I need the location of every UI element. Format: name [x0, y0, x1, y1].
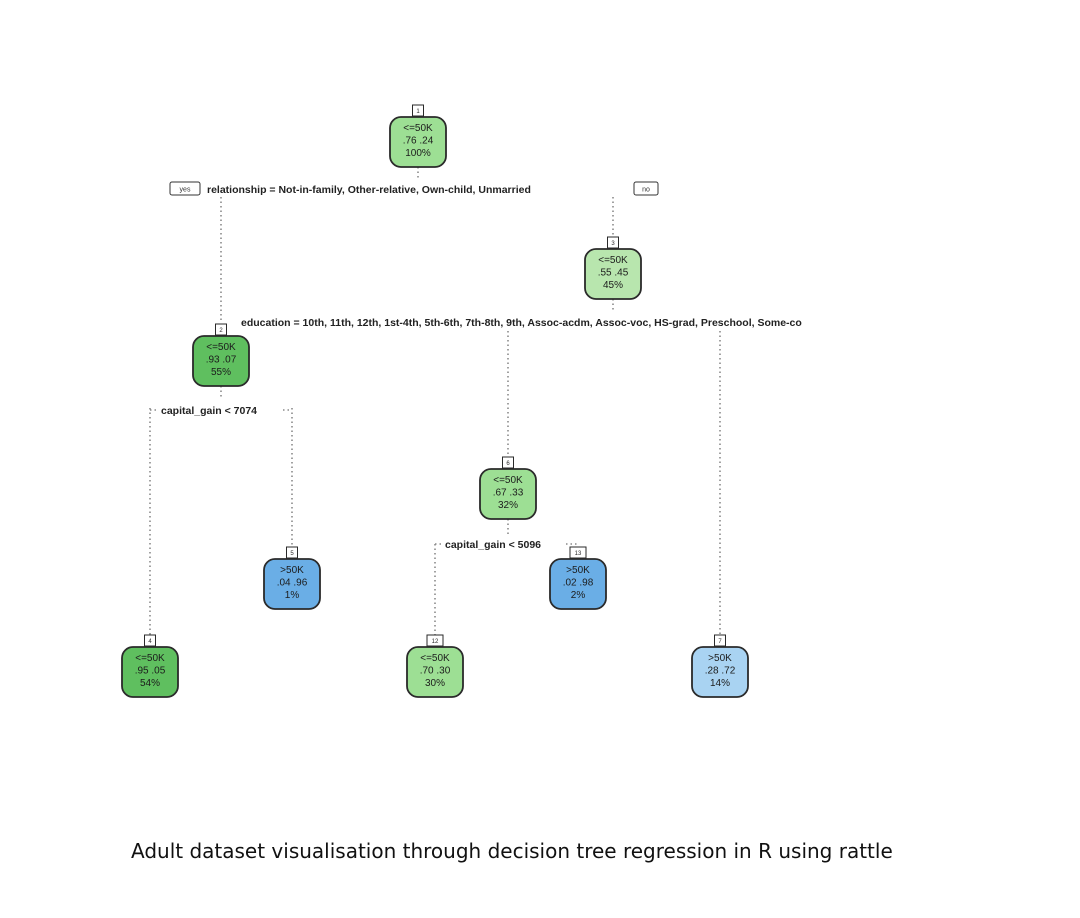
node-class-label: <=50K — [420, 653, 450, 664]
node-probabilities: .76 .24 — [403, 136, 434, 147]
node-percentage: 30% — [425, 678, 445, 689]
node-class-label: >50K — [566, 565, 590, 576]
node-class-label: <=50K — [135, 653, 165, 664]
node-class-label: >50K — [708, 653, 732, 664]
node-number-tag — [607, 236, 619, 249]
node-class-label: <=50K — [493, 475, 523, 486]
no-label: no — [642, 187, 650, 194]
node-probabilities: .67 .33 — [493, 488, 524, 499]
node-number: 5 — [290, 551, 294, 557]
node-probabilities: .93 .07 — [206, 355, 237, 366]
node-number-tag — [569, 546, 587, 559]
node-number: 2 — [219, 328, 223, 334]
node-box — [406, 646, 464, 698]
tree-node-13: 13 >50K .02 .982% — [549, 546, 607, 610]
node-box — [263, 558, 321, 610]
node-box — [389, 116, 447, 168]
node-number-tag — [426, 634, 444, 647]
figure-caption: Adult dataset visualisation through deci… — [131, 839, 893, 863]
yes-label: yes — [180, 187, 191, 194]
node-probabilities: .02 .98 — [563, 578, 594, 589]
yes-box — [169, 181, 201, 196]
node-number: 6 — [506, 461, 510, 467]
node-number-tag — [215, 323, 227, 336]
node-box — [121, 646, 179, 698]
node-class-label: >50K — [280, 565, 304, 576]
node-number: 4 — [148, 639, 152, 645]
node-box — [584, 248, 642, 300]
node-percentage: 45% — [603, 280, 623, 291]
node-box — [691, 646, 749, 698]
no-box — [633, 181, 659, 196]
node-number: 13 — [575, 551, 582, 557]
node-percentage: 55% — [211, 367, 231, 378]
split-education-label: education = 10th, 11th, 12th, 1st-4th, 5… — [241, 317, 802, 329]
node-box — [549, 558, 607, 610]
node-percentage: 2% — [571, 590, 586, 601]
split-capgain-2-label: capital_gain < 5096 — [445, 539, 541, 551]
node-number-tag — [502, 456, 514, 469]
node-probabilities: .28 .72 — [705, 666, 736, 677]
split-capgain-1-label: capital_gain < 7074 — [161, 405, 257, 417]
node-class-label: <=50K — [598, 255, 628, 266]
node-number: 12 — [432, 639, 439, 645]
node-probabilities: .70 .30 — [420, 666, 451, 677]
node-percentage: 54% — [140, 678, 160, 689]
node-class-label: <=50K — [403, 123, 433, 134]
node-box — [192, 335, 250, 387]
node-percentage: 32% — [498, 500, 518, 511]
node-number-tag — [144, 634, 156, 647]
node-number-tag — [714, 634, 726, 647]
node-probabilities: .95 .05 — [135, 666, 166, 677]
node-number: 7 — [718, 639, 722, 645]
node-box — [479, 468, 537, 520]
node-percentage: 14% — [710, 678, 730, 689]
split-relationship-label: relationship = Not-in-family, Other-rela… — [207, 184, 531, 196]
node-percentage: 1% — [285, 590, 300, 601]
node-number: 1 — [416, 109, 420, 115]
tree-node-5: 5 >50K .04 .961% — [263, 546, 321, 610]
node-number-tag — [412, 104, 424, 117]
node-probabilities: .55 .45 — [598, 268, 629, 279]
node-number-tag — [286, 546, 298, 559]
node-number: 3 — [611, 241, 615, 247]
node-probabilities: .04 .96 — [277, 578, 308, 589]
node-percentage: 100% — [405, 148, 431, 159]
node-class-label: <=50K — [206, 342, 236, 353]
